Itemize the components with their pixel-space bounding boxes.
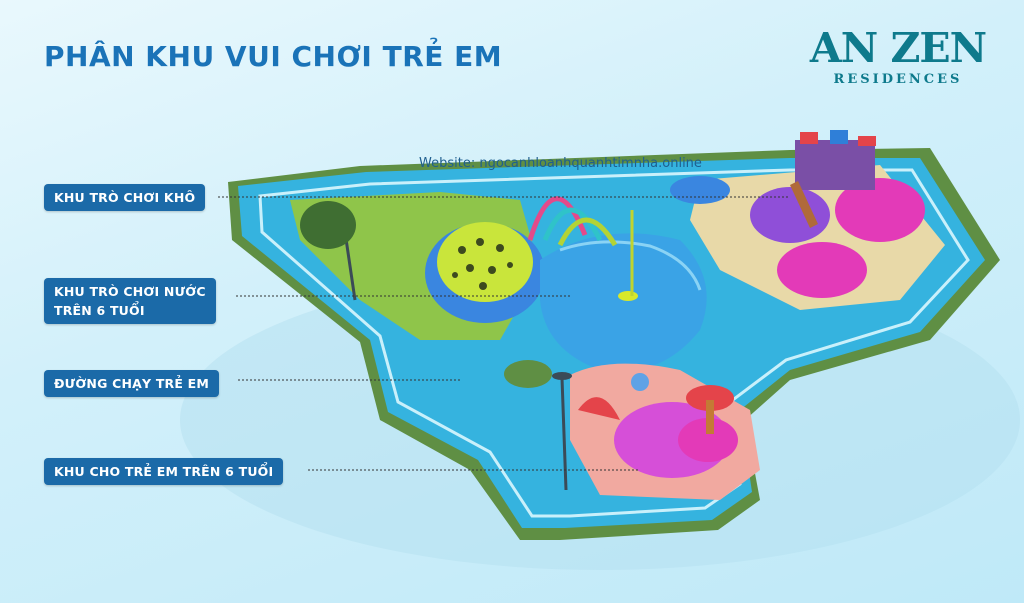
blue-pad <box>670 176 730 204</box>
website-watermark: Website: ngocanhloanhquanhtimnha.online <box>419 156 702 171</box>
zone-label-water-play: KHU TRÒ CHƠI NƯỚC TRÊN 6 TUỔI <box>44 278 216 324</box>
magenta-mushroom-pad <box>678 418 738 462</box>
logo-subtitle: RESIDENCES <box>833 72 963 87</box>
slide <box>578 397 620 420</box>
zone-label-text: KHU TRÒ CHƠI NƯỚC <box>54 284 206 299</box>
water-ripple <box>559 240 702 291</box>
zone-label-text: ĐƯỜNG CHẠY TRẺ EM <box>54 376 210 391</box>
purple-pad-1 <box>750 187 830 243</box>
zone-label-text: KHU TRÒ CHƠI KHÔ <box>54 190 196 205</box>
logo-wordmark: AN ZEN <box>809 24 987 72</box>
climbing-tower <box>790 130 876 228</box>
zone-label-dry-play: KHU TRÒ CHƠI KHÔ <box>44 184 206 211</box>
lamp-post-1 <box>343 231 357 301</box>
zone-label-over-6-area: KHU CHO TRẺ EM TRÊN 6 TUỔI <box>44 458 284 485</box>
dome-climber <box>437 222 533 302</box>
round-planter <box>504 360 552 388</box>
zone-label-text: KHU CHO TRẺ EM TRÊN 6 TUỔI <box>54 464 274 479</box>
mushroom-cap <box>686 385 734 411</box>
leader-lines <box>218 196 790 471</box>
lamp-post-2 <box>560 377 568 491</box>
spring-rider <box>631 373 649 391</box>
water-fountain-base <box>618 291 638 301</box>
lamp-head-2 <box>552 372 572 380</box>
rainbow-arches <box>527 196 618 247</box>
water-play-zone <box>540 233 707 372</box>
tree <box>300 201 356 249</box>
dome-holes <box>452 238 513 290</box>
zone-label-text-line2: TRÊN 6 TUỔI <box>54 303 145 318</box>
magenta-pad-1 <box>835 178 925 242</box>
magenta-pad-2 <box>777 242 867 298</box>
zone-label-running-track: ĐƯỜNG CHẠY TRẺ EM <box>44 370 220 397</box>
page-title: PHÂN KHU VUI CHƠI TRẺ EM <box>44 40 503 73</box>
mushroom-stem <box>706 400 714 434</box>
brand-logo: AN ZEN RESIDENCES <box>806 26 990 87</box>
